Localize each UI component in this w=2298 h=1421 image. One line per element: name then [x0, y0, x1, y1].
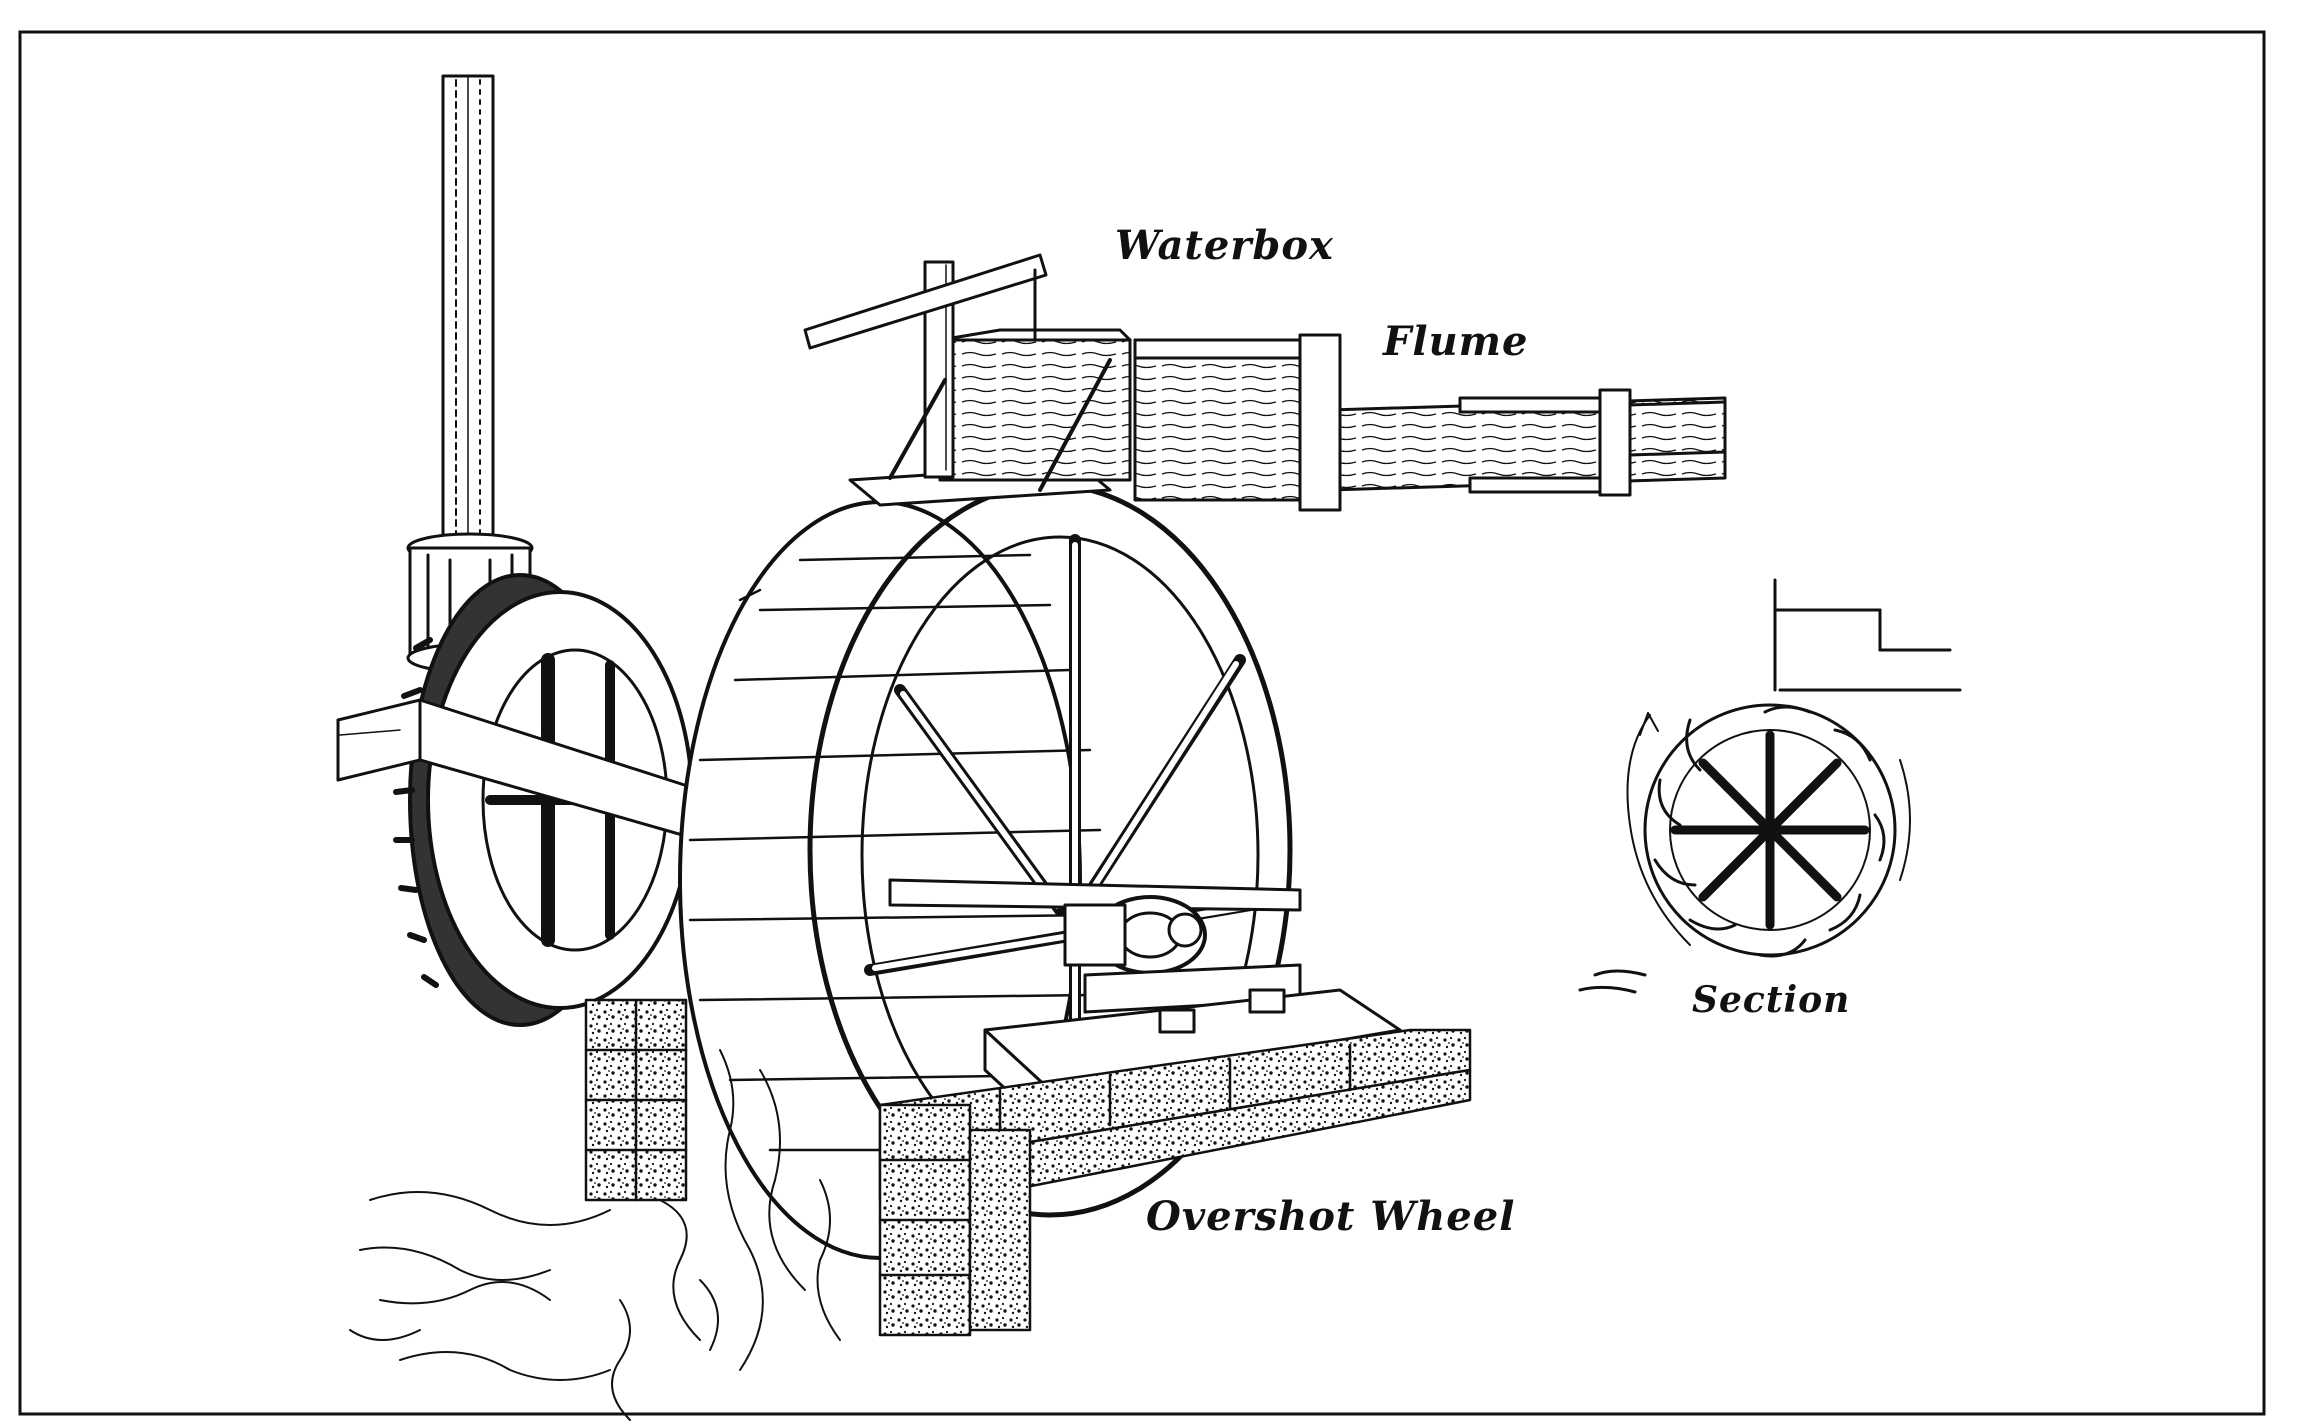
stone-foundation-right: [878, 1028, 1472, 1337]
waterbox: [803, 253, 1132, 507]
stone-foundation-left: [584, 998, 688, 1202]
figure-border: [18, 30, 2266, 1416]
vertical-shaft: [441, 74, 495, 548]
water: [349, 969, 1647, 1421]
flume-label: Flume: [1383, 318, 1529, 365]
flume: [1133, 333, 1727, 512]
waterbox-label: Waterbox: [1115, 222, 1334, 269]
section-label: Section: [1692, 979, 1851, 1021]
overshot-wheel-label: Overshot Wheel: [1146, 1193, 1516, 1240]
section-diagram: [1626, 578, 1962, 958]
